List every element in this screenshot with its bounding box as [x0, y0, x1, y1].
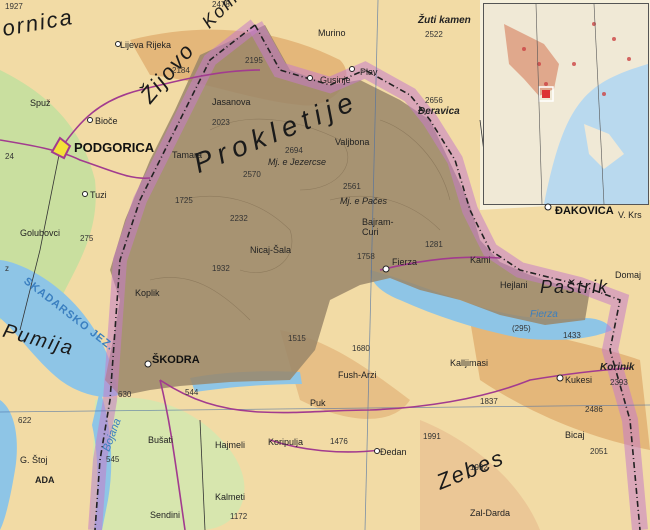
town-label: Sendini [150, 510, 181, 520]
town-label: Nicaj-Šala [250, 245, 292, 255]
town-label: Murino [318, 28, 346, 38]
town-label: Hejlani [500, 280, 528, 290]
peak-label-deravica: Đeravica [418, 106, 460, 117]
town-label: Kukesi [565, 375, 593, 385]
inset-graphic [484, 4, 648, 204]
elevation-label: 2232 [230, 214, 248, 223]
elevation-label: 2051 [590, 447, 608, 456]
elevation-label: (295) [512, 324, 531, 333]
town-label: Fush-Arzi [338, 370, 377, 380]
elevation-label: 1172 [230, 512, 248, 521]
elevation-label: 2486 [585, 405, 603, 414]
elevation-label: 545 [106, 455, 120, 464]
elevation-label: 2694 [285, 146, 303, 155]
town-label: Tamara [172, 150, 203, 160]
elevation-label: 2570 [243, 170, 261, 179]
town-label: Bajram-Curi [362, 217, 394, 237]
region-label-pastrik: Paštrik [540, 277, 610, 297]
town-label: Tuzi [90, 190, 107, 200]
elevation-label: 630 [118, 390, 132, 399]
elevation-label: 2184 [172, 66, 190, 75]
town-label: Spuž [30, 98, 51, 108]
elevation-label: 1515 [288, 334, 306, 343]
town-label: Valjbona [335, 137, 370, 147]
town-label: Kalljimasi [450, 358, 489, 368]
elevation-label: 2656 [425, 96, 443, 105]
town-label: ADA [35, 475, 55, 485]
town-label: Plav [360, 67, 378, 77]
elevation-label: 1927 [5, 2, 23, 11]
elevation-label: 1725 [175, 196, 193, 205]
town-label: Bicaj [565, 430, 585, 440]
elevation-label: 1992 [470, 463, 488, 472]
town-label: Lijeva Rijeka [120, 40, 172, 50]
elevation-label: 24 [5, 152, 14, 161]
elevation-label: 1281 [425, 240, 443, 249]
town-label: Đedan [380, 447, 407, 457]
town-label: Koplik [135, 288, 160, 298]
elevation-label: 2478 [212, 0, 230, 9]
town-label: Hajmeli [215, 440, 246, 450]
town-label: Puk [310, 398, 326, 408]
town-label: Bušati [148, 435, 174, 445]
peak-label-korinik: Korinik [600, 362, 635, 373]
elevation-label: 1991 [423, 432, 441, 441]
elevation-label: 2195 [245, 56, 263, 65]
city-label-skodra: ŠKODRA [152, 354, 200, 366]
town-label: Bioče [95, 116, 118, 126]
elevation-label: 1837 [480, 397, 498, 406]
town-label: Gusinje [320, 75, 351, 85]
elevation-label: 1433 [563, 331, 581, 340]
elevation-label: 1476 [330, 437, 348, 446]
peak-label-zuti: Žuti kamen [418, 15, 471, 26]
elevation-label: 2561 [343, 182, 361, 191]
town-label: Kalmeti [215, 492, 246, 502]
elevation-label: 1932 [212, 264, 230, 273]
town-label: Fierza [392, 257, 418, 267]
town-label: Jasanova [212, 97, 251, 107]
elevation-label: 622 [18, 416, 32, 425]
elevation-label: 544 [185, 388, 199, 397]
inset-locator-map [483, 3, 649, 205]
peak-label-jezercse: Mj. e Jezercse [268, 157, 327, 167]
elevation-label: 2522 [425, 30, 443, 39]
town-label: V. Krs [618, 210, 642, 220]
town-label: G. Štoj [20, 455, 48, 465]
town-label: Zal-Darda [470, 508, 511, 518]
town-label: Golubovci [20, 228, 61, 238]
lake-label-fierza: Fierza [530, 309, 558, 320]
elevation-label: 275 [80, 234, 94, 243]
elevation-label: 2023 [212, 118, 230, 127]
peak-label-pacse: Mj. e Pačes [340, 196, 388, 206]
elevation-label: z [5, 264, 9, 273]
town-label: Kami [470, 255, 491, 265]
city-label-podgorica: PODGORICA [74, 140, 155, 155]
elevation-label: 1758 [357, 252, 375, 261]
city-label-dakovica: ĐAKOVICA [555, 205, 614, 217]
town-label: Domaj [615, 270, 642, 280]
town-label: Koripulja [268, 437, 304, 447]
elevation-label: 1680 [352, 344, 370, 353]
elevation-label: 2393 [610, 378, 628, 387]
